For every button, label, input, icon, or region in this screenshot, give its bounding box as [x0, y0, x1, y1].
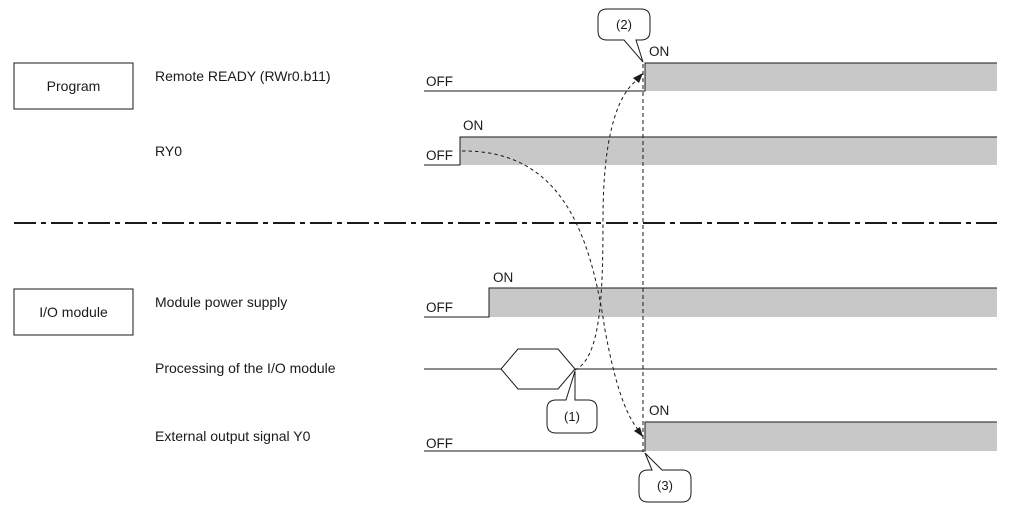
- io-module-label: I/O module: [39, 304, 108, 320]
- program-label: Program: [47, 78, 101, 94]
- module-power-on-text: ON: [493, 270, 513, 285]
- ry0-on-region: [460, 137, 997, 165]
- waveform-module-power: OFF ON: [424, 270, 997, 318]
- callout-1-bubble: [546, 370, 598, 434]
- ext-output-off-text: OFF: [426, 436, 453, 451]
- remote-ready-off-text: OFF: [426, 74, 453, 89]
- ext-output-on-region: [645, 422, 997, 451]
- io-module-box: [13, 288, 134, 336]
- waveform-remote-ready: OFF ON: [424, 44, 997, 92]
- processing-hexagon: [500, 348, 576, 390]
- arrow-ry0-to-output: [461, 150, 641, 433]
- signal-label-ry0: RY0: [155, 143, 182, 159]
- callout-1-text: (1): [564, 409, 580, 424]
- callout-3-text: (3): [657, 478, 673, 493]
- waveform-ry0: OFF ON: [424, 118, 997, 166]
- ry0-on-text: ON: [463, 118, 483, 133]
- ext-output-trace: [424, 421, 997, 452]
- signal-label-ext-output: External output signal Y0: [155, 428, 311, 444]
- arrow-processing-to-ready: [574, 79, 638, 371]
- callout-2: (2): [597, 8, 651, 63]
- callout-2-text: (2): [616, 17, 632, 32]
- module-power-on-region: [489, 288, 997, 317]
- callout-3-bubble: [638, 452, 692, 503]
- callout-3: (3): [638, 452, 692, 503]
- signal-label-processing: Processing of the I/O module: [155, 360, 336, 376]
- module-power-off-text: OFF: [426, 300, 453, 315]
- arrowhead-ready: [633, 73, 643, 83]
- remote-ready-trace: [424, 62, 997, 92]
- ry0-trace: [424, 136, 997, 166]
- waveform-ext-output: OFF ON: [424, 403, 997, 452]
- remote-ready-on-text: ON: [649, 44, 669, 59]
- module-power-trace: [424, 287, 997, 318]
- arrowhead-output: [634, 427, 643, 437]
- waveform-processing: [424, 348, 997, 390]
- callout-1: (1): [546, 370, 598, 434]
- io-module-group: I/O module: [13, 288, 134, 336]
- ry0-off-text: OFF: [426, 148, 453, 163]
- program-group: Program: [13, 62, 134, 110]
- remote-ready-on-region: [645, 63, 997, 91]
- program-box: [13, 62, 134, 110]
- callout-2-bubble: [597, 8, 651, 63]
- signal-label-module-power: Module power supply: [155, 294, 287, 310]
- signal-label-remote-ready: Remote READY (RWr0.b11): [155, 68, 331, 84]
- ext-output-on-text: ON: [649, 403, 669, 418]
